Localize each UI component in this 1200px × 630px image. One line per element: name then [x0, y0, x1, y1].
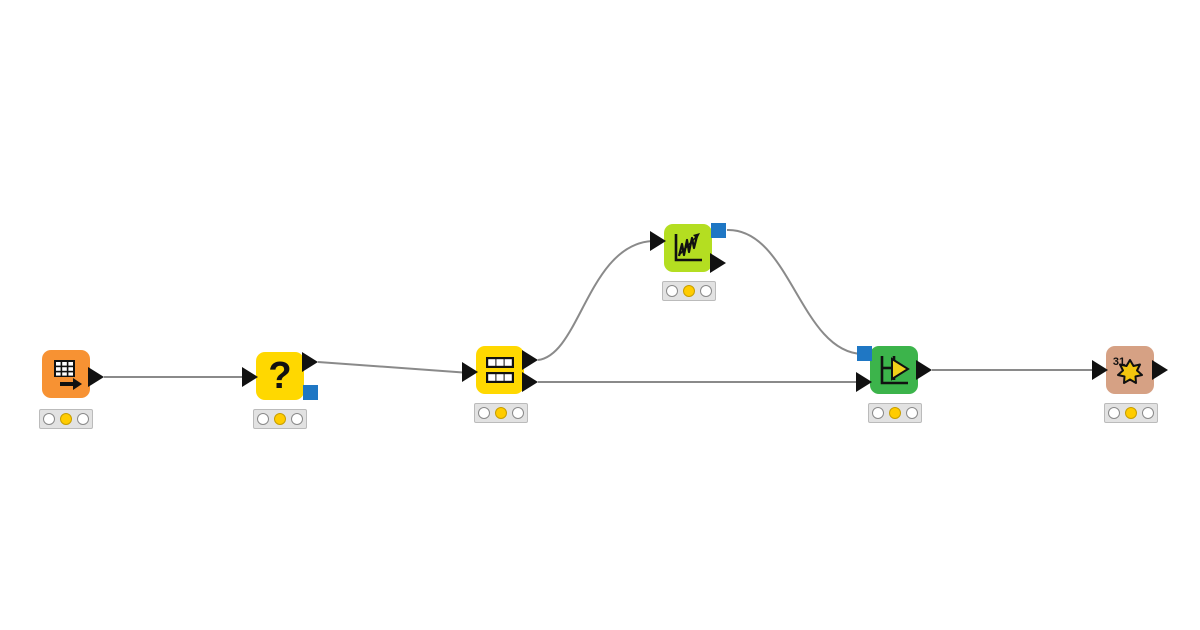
status-bar-unknown: [253, 409, 307, 429]
port-out-predictor[interactable]: [916, 360, 932, 380]
status-light-configured: [888, 407, 901, 419]
status-light-executed: [906, 407, 919, 419]
port-out-partitioning-second[interactable]: [522, 372, 538, 392]
status-light-configured: [59, 413, 72, 425]
star-31-icon: 31: [1113, 356, 1143, 384]
learning-curve-chart-icon: [674, 233, 702, 262]
svg-text:?: ?: [268, 355, 291, 397]
port-out-reader[interactable]: [88, 367, 104, 387]
status-light-configured: [1124, 407, 1137, 419]
node-scorer[interactable]: 31: [1106, 346, 1154, 394]
question-mark-icon: ?: [268, 355, 291, 397]
status-light-idle: [1107, 407, 1120, 419]
port-model-out-unknown[interactable]: [303, 385, 318, 400]
status-light-executed: [700, 285, 713, 297]
port-out-learner[interactable]: [710, 253, 726, 273]
port-out-scorer[interactable]: [1152, 360, 1168, 380]
connection-learner-model-to-predictor[interactable]: [726, 228, 863, 355]
node-unknown[interactable]: ?: [256, 352, 304, 400]
node-predictor[interactable]: [870, 346, 918, 394]
port-out-partitioning-first[interactable]: [522, 350, 538, 370]
status-bar-learner: [662, 281, 716, 301]
status-bar-reader: [39, 409, 93, 429]
status-light-idle: [256, 413, 269, 425]
table-arrow-icon: [54, 360, 82, 390]
port-model-in-predictor[interactable]: [857, 346, 872, 361]
connection-partitioning-to-learner[interactable]: [537, 240, 653, 361]
status-bar-partitioning: [474, 403, 528, 423]
port-out-unknown[interactable]: [302, 352, 318, 372]
status-light-executed: [1142, 407, 1155, 419]
port-model-out-learner[interactable]: [711, 223, 726, 238]
status-light-executed: [77, 413, 90, 425]
status-light-executed: [512, 407, 525, 419]
node-learner[interactable]: [664, 224, 712, 272]
node-table-reader[interactable]: [42, 350, 90, 398]
port-in-learner[interactable]: [650, 231, 666, 251]
row-split-table-icon: [486, 357, 514, 383]
status-light-idle: [871, 407, 884, 419]
port-in-unknown[interactable]: [242, 367, 258, 387]
port-in-scorer[interactable]: [1092, 360, 1108, 380]
node-partitioning[interactable]: [476, 346, 524, 394]
status-light-idle: [42, 413, 55, 425]
status-light-configured: [273, 413, 286, 425]
port-in-predictor-data[interactable]: [856, 372, 872, 392]
status-bar-predictor: [868, 403, 922, 423]
status-light-configured: [682, 285, 695, 297]
status-bar-scorer: [1104, 403, 1158, 423]
status-light-configured: [494, 407, 507, 419]
connection-unknown-to-partitioning[interactable]: [317, 361, 471, 374]
status-light-idle: [477, 407, 490, 419]
play-triangle-chart-icon: [880, 356, 910, 385]
port-in-partitioning[interactable]: [462, 362, 478, 382]
status-light-idle: [665, 285, 678, 297]
status-light-executed: [291, 413, 304, 425]
